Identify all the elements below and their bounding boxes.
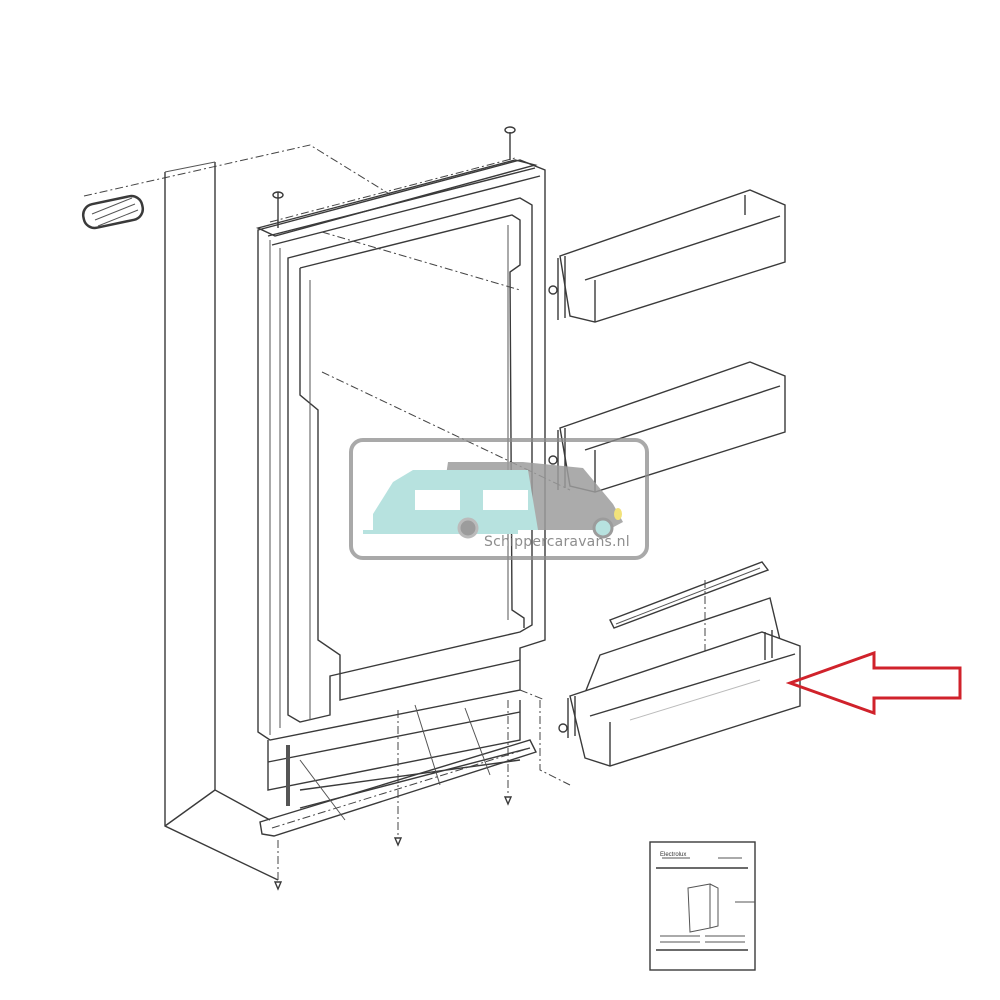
door-frame [255, 126, 571, 741]
door-panel [83, 144, 546, 881]
door-handle [81, 194, 145, 230]
bottom-trim [259, 700, 537, 837]
highlight-arrow-icon [786, 650, 962, 716]
retainer-bar [582, 561, 781, 699]
door-shelf-bottom [558, 630, 801, 767]
manual-document [649, 841, 756, 971]
watermark-text: Schippercaravans.nl [484, 534, 630, 550]
caravan-logo-icon [363, 462, 623, 539]
watermark-frame [349, 438, 649, 560]
screws [273, 689, 571, 891]
manual-brand: Electrolux [660, 852, 687, 858]
door-shelf-top [548, 189, 786, 323]
